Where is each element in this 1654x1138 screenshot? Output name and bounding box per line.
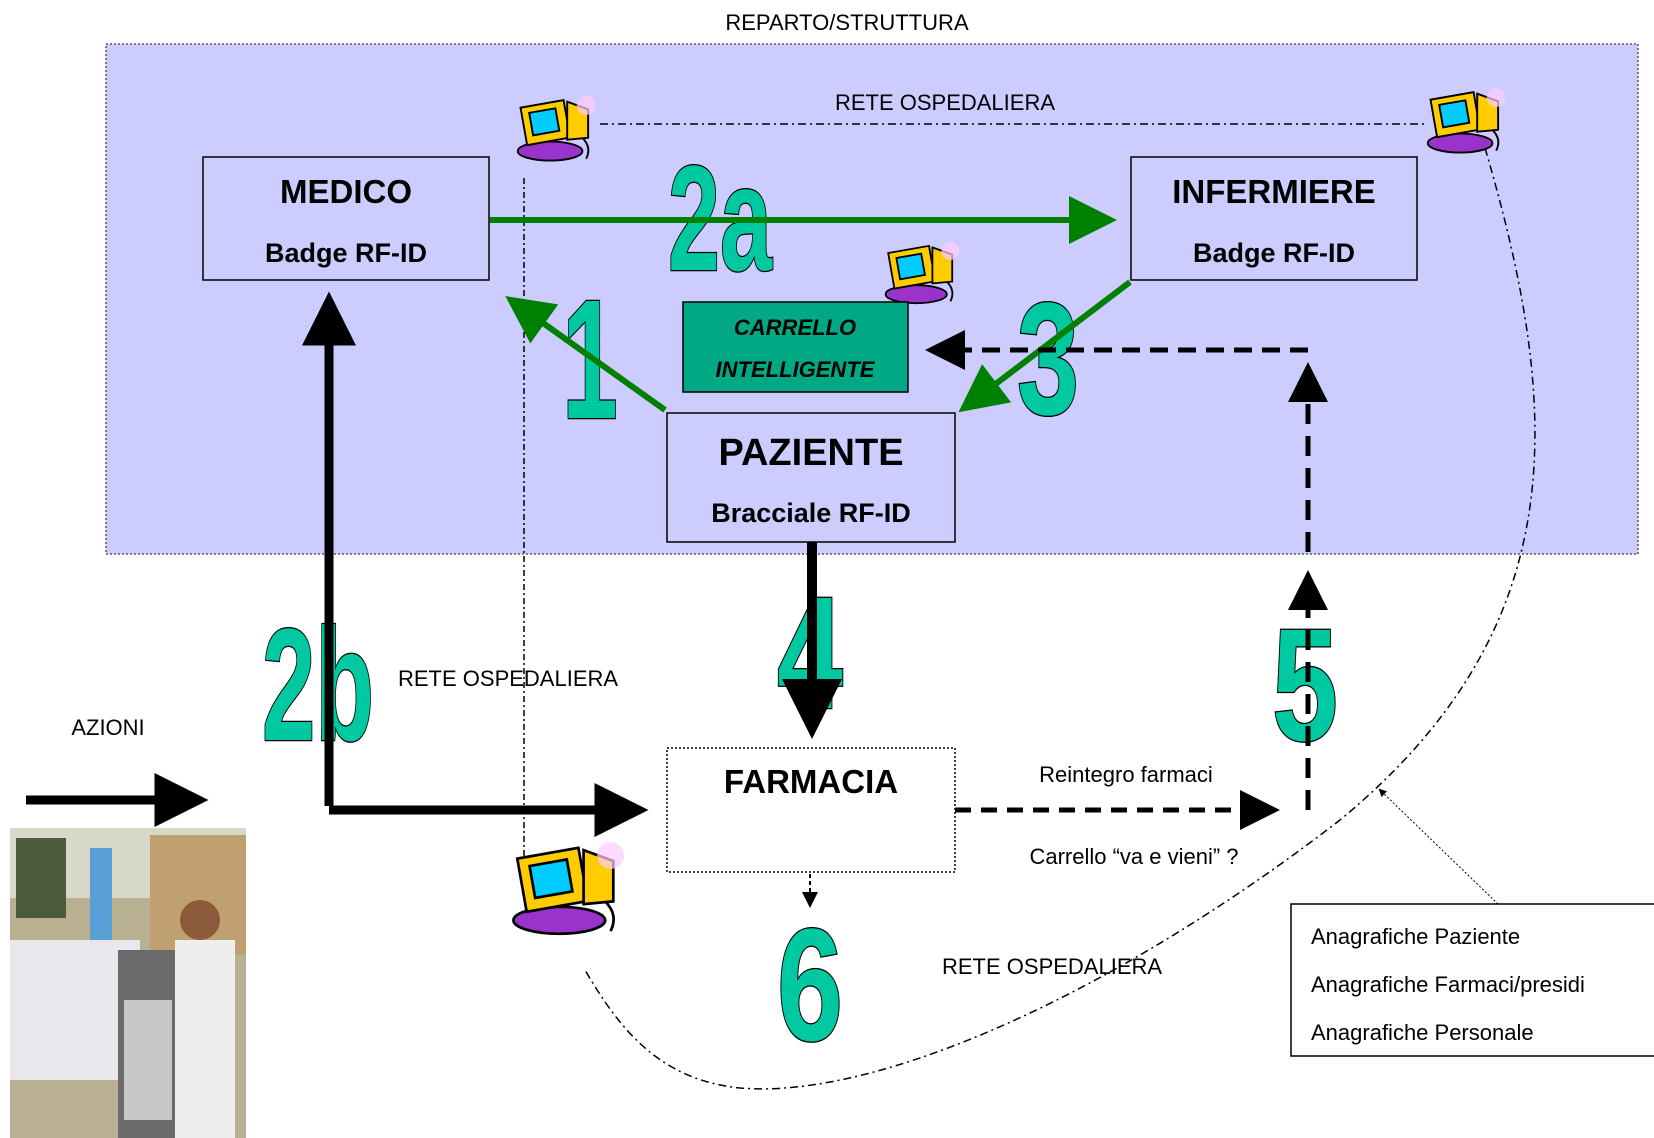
paziente-title: PAZIENTE: [718, 432, 903, 474]
paziente-subtitle: Bracciale RF-ID: [711, 498, 911, 528]
registry-pointer: [1378, 788, 1499, 905]
edge-label-reintegro: Reintegro farmaci: [1039, 762, 1213, 787]
farmacia-title: FARMACIA: [724, 763, 898, 800]
registry-box: Anagrafiche Paziente Anagrafiche Farmaci…: [1290, 903, 1654, 1057]
node-farmacia: FARMACIA: [666, 747, 956, 873]
nurse-cart-photo: [10, 828, 246, 1138]
node-medico: MEDICO Badge RF-ID: [202, 156, 490, 281]
infermiere-subtitle: Badge RF-ID: [1193, 238, 1355, 268]
node-infermiere: INFERMIERE Badge RF-ID: [1130, 156, 1418, 281]
registry-item: Anagrafiche Farmaci/presidi: [1311, 972, 1585, 997]
registry-item: Anagrafiche Paziente: [1311, 924, 1520, 949]
step-6-label: 6: [777, 895, 843, 1074]
node-paziente: PAZIENTE Bracciale RF-ID: [666, 412, 956, 543]
step-5-label: 5: [1272, 595, 1338, 774]
network-label-bottom: RETE OSPEDALIERA: [942, 954, 1162, 979]
network-line-loop: [584, 147, 1536, 1090]
node-carrello: CARRELLO INTELLIGENTE: [682, 301, 909, 393]
carrello-line2: INTELLIGENTE: [716, 357, 876, 382]
step-2b-label: 2b: [262, 595, 374, 774]
medico-title: MEDICO: [280, 173, 412, 210]
network-label-top: RETE OSPEDALIERA: [835, 90, 1055, 115]
arrow-paziente-to-medico: [505, 296, 667, 413]
arrow-infermiere-to-paziente: [958, 279, 1132, 413]
edge-label-carrello-va-vieni: Carrello “va e vieni” ?: [1029, 844, 1238, 869]
region-title: REPARTO/STRUTTURA: [725, 10, 969, 35]
registry-item: Anagrafiche Personale: [1311, 1020, 1534, 1045]
legend-actions-label: AZIONI: [71, 715, 144, 740]
computer-icon-farmacia: [512, 840, 626, 936]
network-label-middle: RETE OSPEDALIERA: [398, 666, 618, 691]
infermiere-title: INFERMIERE: [1172, 173, 1376, 210]
medico-subtitle: Badge RF-ID: [265, 238, 427, 268]
carrello-line1: CARRELLO: [734, 315, 856, 340]
